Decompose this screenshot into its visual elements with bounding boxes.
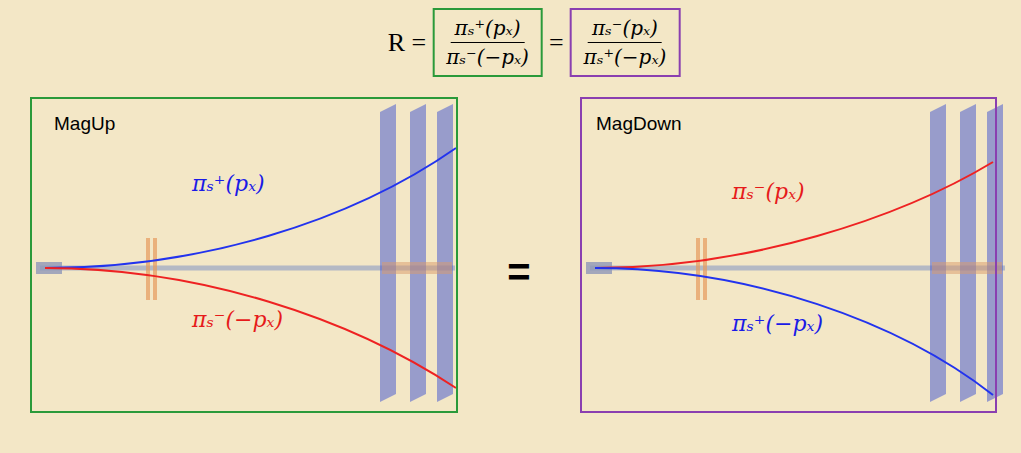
equals-sign: = (507, 250, 530, 295)
detector (586, 104, 1005, 402)
panel-title: MagUp (54, 113, 115, 135)
fraction-box: πₛ⁻(pₓ)πₛ⁺(−pₓ) (570, 8, 681, 77)
denominator: πₛ⁺(−pₓ) (580, 43, 671, 71)
track (595, 162, 993, 268)
track (45, 148, 456, 268)
equation-text: R = (388, 28, 427, 58)
track-label: πₛ⁻(pₓ) (732, 179, 805, 204)
panel-title: MagDown (596, 113, 682, 135)
formula-row: R =πₛ⁺(pₓ)πₛ⁻(−pₓ)=πₛ⁻(pₓ)πₛ⁺(−pₓ) (388, 8, 681, 77)
track-label: πₛ⁺(−pₓ) (732, 311, 823, 336)
track-label: πₛ⁺(pₓ) (192, 171, 265, 196)
numerator: πₛ⁺(pₓ) (451, 14, 525, 43)
magnet-panel: MagUp πₛ⁺(pₓ) πₛ⁻(−pₓ) (30, 97, 458, 413)
denominator: πₛ⁻(−pₓ) (442, 43, 533, 71)
track-label: πₛ⁻(−pₓ) (192, 307, 283, 332)
track (45, 268, 456, 388)
numerator: πₛ⁻(pₓ) (588, 14, 662, 43)
magnet-panel: MagDown πₛ⁻(pₓ) πₛ⁺(−pₓ) (580, 97, 997, 413)
equation-text: = (549, 28, 564, 58)
fraction-box: πₛ⁺(pₓ)πₛ⁻(−pₓ) (432, 8, 543, 77)
track (595, 268, 993, 395)
detector (36, 104, 455, 402)
